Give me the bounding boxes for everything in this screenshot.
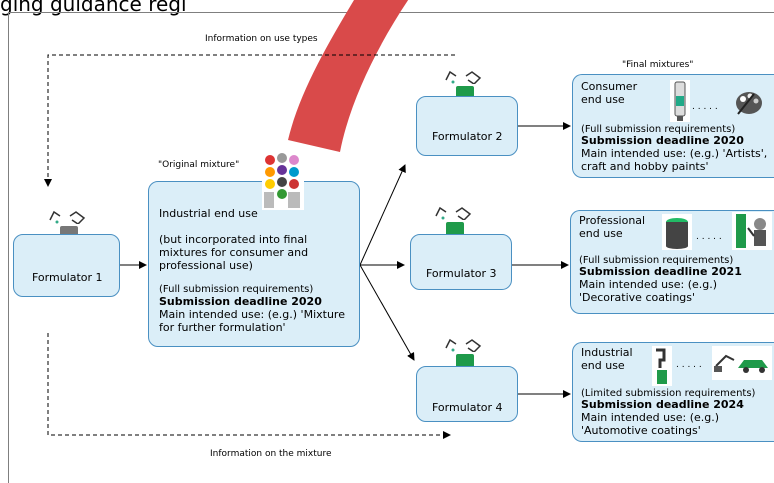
consumer-main-use: Main intended use: (e.g.) 'Artists', cra… [581,147,768,173]
spray-gun-icon [652,346,672,390]
dashed-bottom-line [47,333,451,439]
industrial-req: (Limited submission requirements) [581,388,756,399]
industrial-use: Industrial end use [581,346,633,372]
formulator-1-box: Formulator 1 [13,234,120,297]
professional-main-use: Main intended use: (e.g.) 'Decorative co… [579,278,718,304]
formulator-1-label: Formulator 1 [32,271,103,284]
formulator-3-box: Formulator 3 [410,234,512,290]
red-arc-shape [288,0,409,152]
original-deadline: Submission deadline 2020 [159,295,322,308]
paint-cans-icon [262,152,304,214]
professional-req: (Full submission requirements) [579,255,734,266]
dashed-top-line [44,54,455,187]
consumer-use: Consumer end use [581,80,638,106]
arrow-to-f4 [359,264,415,361]
professional-deadline: Submission deadline 2021 [579,265,742,278]
label-info-use-types: Information on use types [205,34,318,44]
original-mixture-box: Industrial end use (but incorporated int… [148,181,360,347]
label-final-mixtures: "Final mixtures" [622,60,694,70]
original-req: (Full submission requirements) [159,284,314,295]
formulator-2-box: Formulator 2 [416,96,518,156]
original-note: (but incorporated into final mixtures fo… [159,233,309,272]
dotted-separator: . . . . . [676,360,702,370]
professional-use: Professional end use [579,214,646,240]
consumer-deadline: Submission deadline 2020 [581,134,744,147]
industrial-deadline: Submission deadline 2024 [581,398,744,411]
formulator-3-label: Formulator 3 [426,267,497,280]
industrial-main-use: Main intended use: (e.g.) 'Automotive co… [581,411,720,437]
dotted-separator: . . . . . [692,102,718,112]
label-info-mixture: Information on the mixture [210,449,332,459]
dotted-separator: . . . . . [696,232,722,242]
consumer-end-use-box: Consumer end use (Full submission requir… [572,74,774,178]
formulator-4-label: Formulator 4 [432,401,503,414]
label-original-mixture: "Original mixture" [158,160,240,170]
original-use: Industrial end use [159,207,258,220]
paint-bucket-icon [662,214,692,254]
painter-icon [732,212,772,254]
car-robot-icon [712,346,772,384]
formulator-4-box: Formulator 4 [416,366,518,422]
formulator-2-label: Formulator 2 [432,130,503,143]
arrow-to-f2 [359,164,406,266]
palette-icon [734,88,764,122]
original-main-use: Main intended use: (e.g.) 'Mixture for f… [159,308,345,334]
consumer-req: (Full submission requirements) [581,124,736,135]
paint-tube-icon [670,80,690,126]
connector-layer [44,0,571,439]
